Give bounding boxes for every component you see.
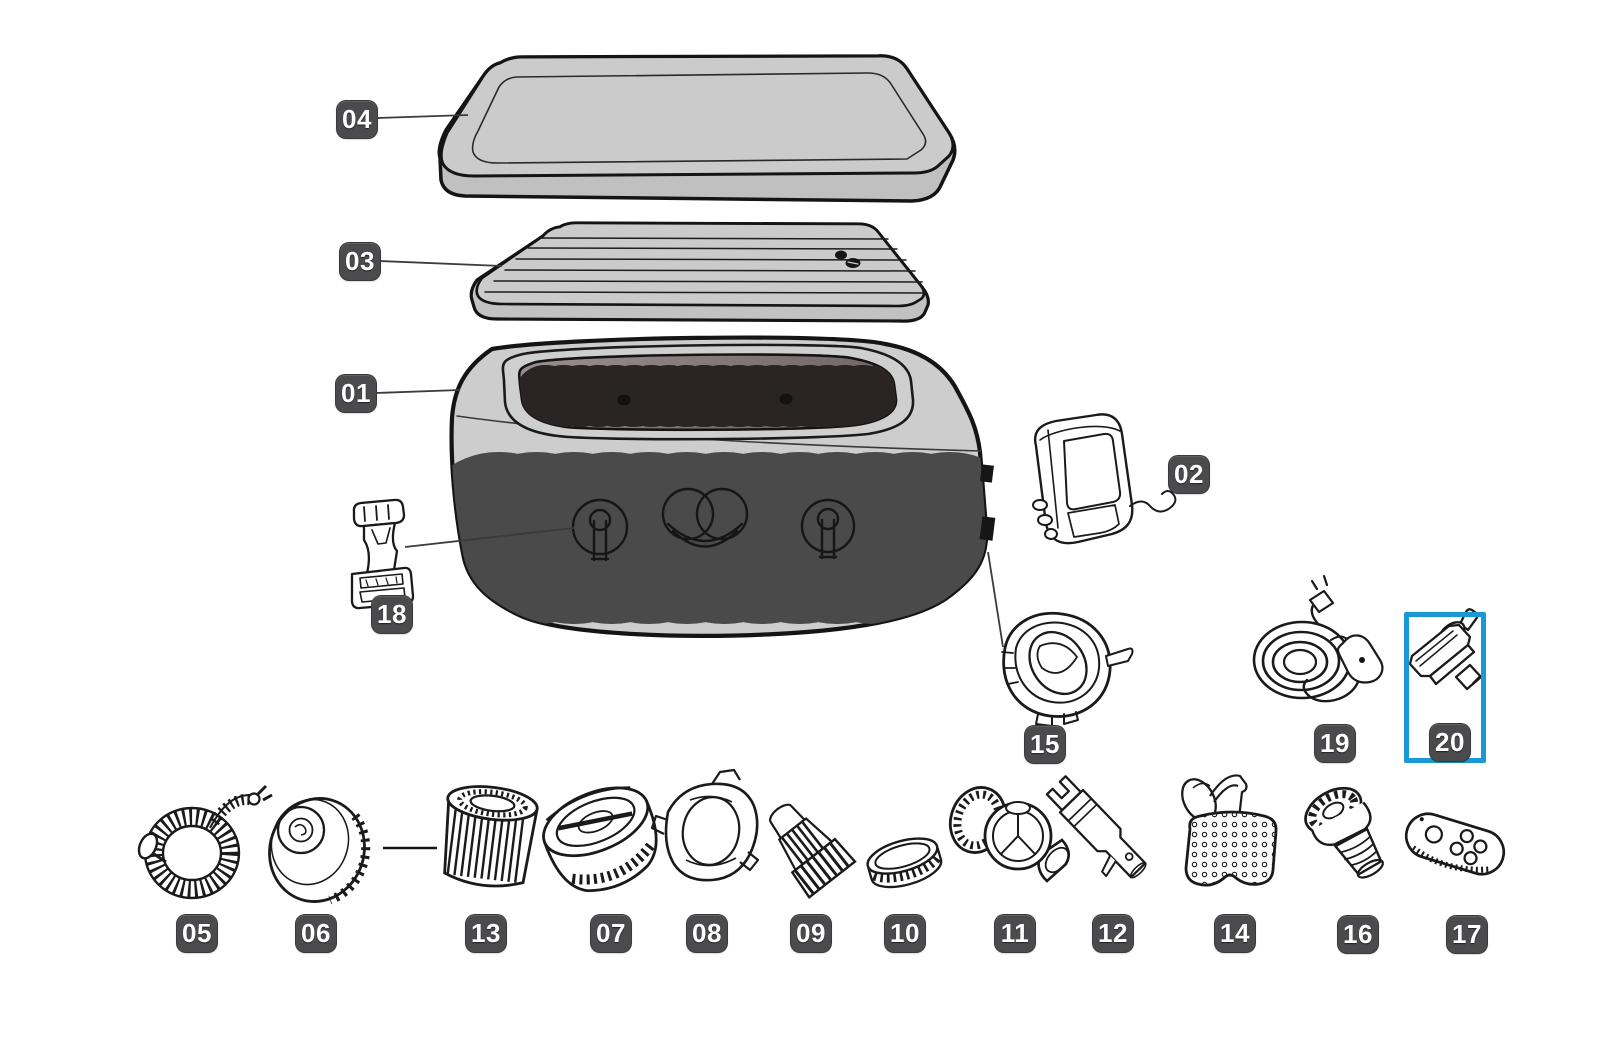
part-label-02[interactable]: 02 bbox=[1169, 456, 1209, 493]
part-05-hose-drawing[interactable] bbox=[135, 784, 273, 900]
part-label-15[interactable]: 15 bbox=[1025, 726, 1065, 763]
part-label-17[interactable]: 17 bbox=[1447, 916, 1487, 953]
part-label-08[interactable]: 08 bbox=[687, 915, 727, 952]
part-09-hose-adapter-drawing[interactable] bbox=[754, 791, 857, 900]
part-label-12[interactable]: 12 bbox=[1093, 915, 1133, 952]
part-15-coupling-drawing[interactable] bbox=[1001, 611, 1134, 727]
part-13-filter-cartridge-drawing[interactable] bbox=[438, 782, 539, 891]
part-label-05[interactable]: 05 bbox=[177, 915, 217, 952]
part-label-14[interactable]: 14 bbox=[1215, 915, 1255, 952]
part-12-tool-drawing[interactable] bbox=[1037, 774, 1152, 891]
part-02-pump-drawing[interactable] bbox=[1032, 413, 1177, 545]
part-label-03[interactable]: 03 bbox=[340, 243, 380, 280]
part-label-10[interactable]: 10 bbox=[885, 915, 925, 952]
part-04-top-cover-drawing[interactable] bbox=[437, 54, 957, 203]
part-label-01[interactable]: 01 bbox=[336, 375, 376, 412]
part-18-buckle-drawing[interactable] bbox=[350, 498, 415, 610]
part-07-filter-housing-drawing[interactable] bbox=[534, 774, 672, 905]
part-label-11[interactable]: 11 bbox=[995, 915, 1035, 952]
part-label-09[interactable]: 09 bbox=[791, 915, 831, 952]
tub-strap-loops bbox=[571, 487, 856, 562]
part-16-screw-valve-drawing[interactable] bbox=[1298, 779, 1398, 891]
tub-jet-dot bbox=[779, 393, 793, 405]
part-label-16[interactable]: 16 bbox=[1338, 916, 1378, 953]
part-08-clamp-drawing[interactable] bbox=[650, 768, 760, 882]
leader-lines bbox=[375, 114, 1004, 850]
tub-jet-dot bbox=[617, 394, 631, 406]
part-01-tub-drawing[interactable] bbox=[449, 335, 996, 638]
part-label-20[interactable]: 20 bbox=[1430, 724, 1470, 761]
part-19-power-cord-drawing[interactable] bbox=[1252, 574, 1384, 703]
tub-side-fittings bbox=[979, 464, 996, 541]
part-03-lid-drawing[interactable] bbox=[469, 221, 930, 323]
part-10-ring-nut-drawing[interactable] bbox=[864, 832, 945, 894]
part-label-04[interactable]: 04 bbox=[337, 101, 377, 138]
part-label-18[interactable]: 18 bbox=[372, 596, 412, 633]
part-label-13[interactable]: 13 bbox=[466, 915, 506, 952]
part-20-adapter-drawing[interactable] bbox=[1408, 608, 1483, 691]
pump-cord bbox=[1129, 490, 1177, 513]
part-label-06[interactable]: 06 bbox=[296, 915, 336, 952]
part-17-remote-drawing[interactable] bbox=[1401, 808, 1510, 880]
part-label-19[interactable]: 19 bbox=[1315, 725, 1355, 762]
part-06-valve-cap-drawing[interactable] bbox=[256, 786, 378, 914]
part-14-headrest-drawing[interactable] bbox=[1175, 774, 1278, 887]
lid-valve bbox=[835, 250, 861, 268]
part-11-elbow-valve-drawing[interactable] bbox=[942, 780, 1073, 883]
part-label-07[interactable]: 07 bbox=[591, 915, 631, 952]
